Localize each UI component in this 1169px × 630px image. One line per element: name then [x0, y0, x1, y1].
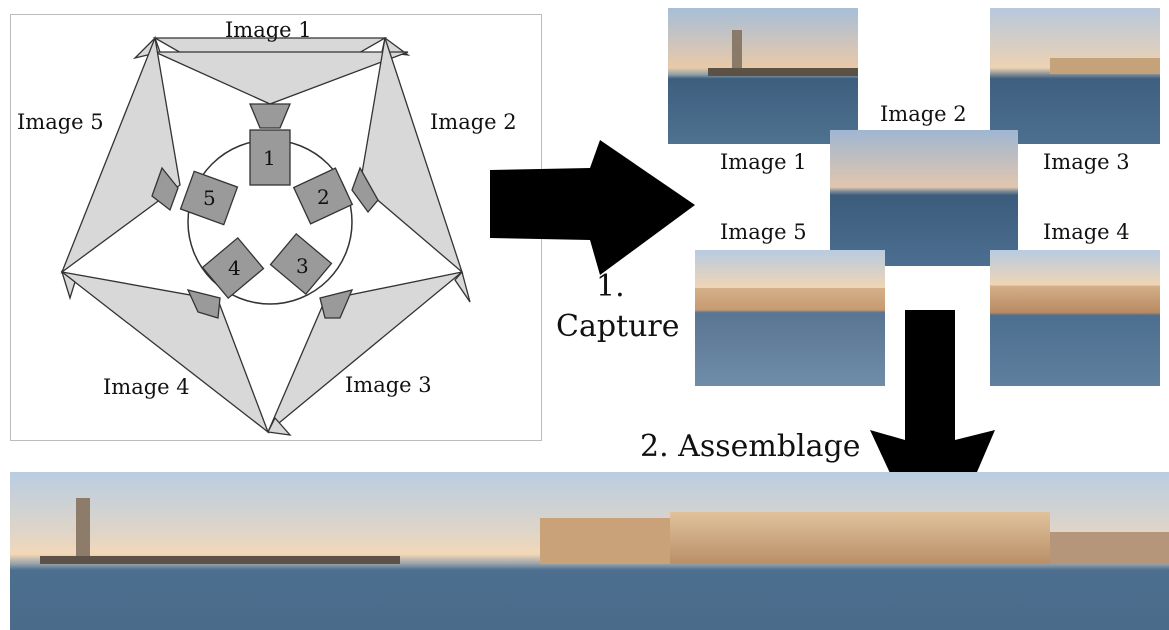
assemblage-arrow — [870, 310, 995, 570]
panorama-town — [670, 512, 1050, 564]
lens-1 — [249, 103, 291, 129]
fov-wedge-5 — [60, 35, 181, 274]
photo-image-4 — [990, 250, 1160, 386]
photo-label-image-1: Image 1 — [720, 150, 807, 174]
assemblage-step-label: 2. Assemblage — [640, 429, 861, 464]
photo-label-image-2: Image 2 — [880, 102, 967, 126]
photo-label-image-5: Image 5 — [720, 220, 807, 244]
lens-2 — [351, 166, 379, 214]
camera-body-5 — [179, 170, 239, 226]
rig-label-image-5: Image 5 — [17, 110, 104, 134]
panorama-lighthouse — [76, 498, 90, 562]
panorama-image — [10, 472, 1169, 630]
photo-label-image-3: Image 3 — [1043, 150, 1130, 174]
camera-number-4: 4 — [228, 256, 241, 280]
camera-number-1: 1 — [263, 146, 276, 170]
lighthouse-shape — [732, 30, 742, 74]
rig-label-image-1: Image 1 — [225, 18, 312, 42]
rig-label-image-2: Image 2 — [430, 110, 517, 134]
photo-label-image-4: Image 4 — [1043, 220, 1130, 244]
capture-step-label: Capture — [556, 309, 680, 344]
photo-image-1 — [668, 8, 858, 144]
breakwater-shape — [708, 68, 858, 76]
fov-wedge-3-tip — [267, 416, 292, 436]
rig-label-image-4: Image 4 — [103, 375, 190, 399]
photo-image-3 — [990, 8, 1160, 144]
lens-3 — [319, 289, 354, 319]
camera-number-3: 3 — [296, 254, 309, 278]
panorama-town-right — [1050, 532, 1169, 564]
fov-wedge-3 — [267, 271, 463, 433]
capture-arrow — [490, 140, 695, 275]
camera-body-1 — [249, 129, 291, 186]
camera-body-3 — [269, 232, 333, 296]
camera-body-4 — [201, 236, 265, 300]
fov-wedge-4 — [61, 271, 270, 434]
camera-number-2: 2 — [317, 185, 330, 209]
fov-wedge-4-tip — [60, 270, 76, 301]
lens-4 — [186, 289, 221, 319]
camera-number-5: 5 — [203, 186, 216, 210]
panorama-breakwater — [40, 556, 400, 564]
camera-body-2 — [292, 167, 354, 225]
rig-label-image-3: Image 3 — [345, 373, 432, 397]
lens-5 — [151, 166, 179, 212]
photo-image-5 — [695, 250, 885, 386]
capture-step-number: 1. — [596, 269, 625, 304]
photo-image-2 — [830, 130, 1018, 266]
fov-wedge-2 — [359, 37, 464, 274]
fov-wedge-2-tip — [454, 270, 471, 303]
fov-wedge-1-end — [154, 51, 409, 105]
town-strip — [1050, 58, 1160, 74]
